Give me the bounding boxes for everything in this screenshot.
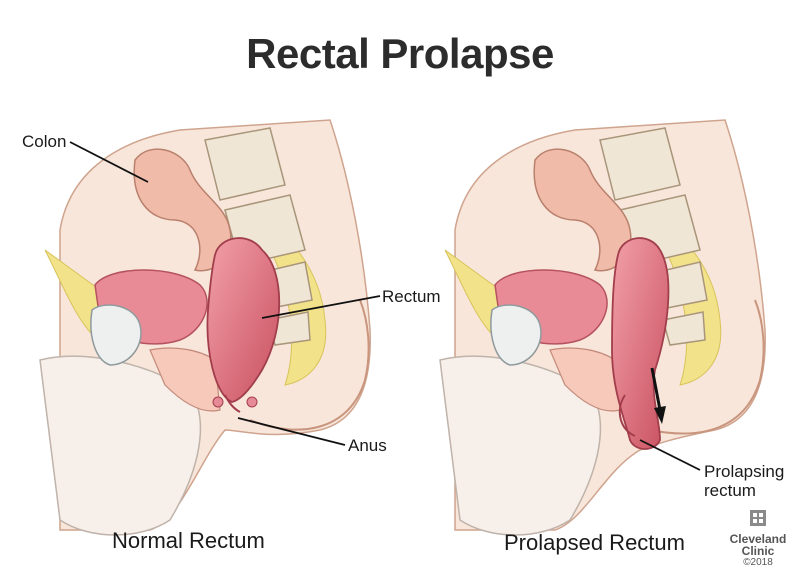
- normal-rectum-illustration: [39, 119, 371, 536]
- prolapse-arrow-head: [654, 406, 666, 424]
- rectum-normal: [206, 237, 281, 403]
- logo-line1: Cleveland: [729, 532, 787, 546]
- caption-normal-rectum: Normal Rectum: [112, 528, 265, 553]
- page-title: Rectal Prolapse: [246, 30, 554, 77]
- rectum-prolapsed: [611, 237, 670, 450]
- logo-line2: Clinic: [741, 544, 775, 558]
- leader-prolapsing: [639, 439, 701, 471]
- prolapse-arrow-shaft: [650, 367, 662, 411]
- caption-prolapsed-rectum: Prolapsed Rectum: [504, 530, 685, 555]
- buttock: [249, 299, 370, 431]
- prolapsed-rectum-illustration: [439, 119, 766, 536]
- anal-canal: [224, 394, 241, 413]
- label-prolapsing-line1: Prolapsing: [704, 462, 785, 481]
- leader-rectum: [261, 295, 381, 319]
- buttock-2: [649, 299, 765, 435]
- leader-colon: [69, 141, 149, 183]
- pubic-bone: [90, 304, 142, 366]
- pubic-bone-2: [490, 304, 542, 366]
- cleveland-clinic-logo: Cleveland Clinic ©2018: [728, 510, 788, 569]
- cleveland-clinic-mark-icon: [750, 510, 766, 526]
- vagina: [149, 347, 221, 412]
- label-prolapsing-line2: rectum: [704, 481, 756, 500]
- leader-anus: [237, 417, 346, 446]
- logo-copyright: ©2018: [743, 557, 773, 568]
- label-rectum: Rectum: [382, 287, 441, 306]
- label-prolapsing-rectum: Prolapsing rectum: [704, 462, 784, 500]
- leader-lines: [69, 141, 701, 471]
- label-colon: Colon: [22, 132, 67, 151]
- prolapse-fold: [618, 394, 636, 437]
- label-anus: Anus: [348, 436, 387, 455]
